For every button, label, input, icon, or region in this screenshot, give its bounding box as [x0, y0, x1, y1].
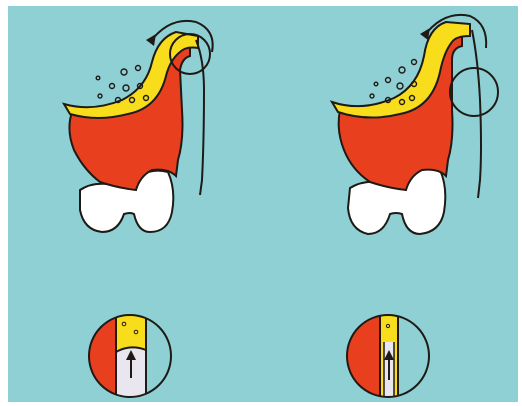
left-magnified-detail	[89, 315, 171, 397]
left-detail-graft	[116, 315, 146, 352]
right-magnified-detail	[347, 315, 429, 397]
